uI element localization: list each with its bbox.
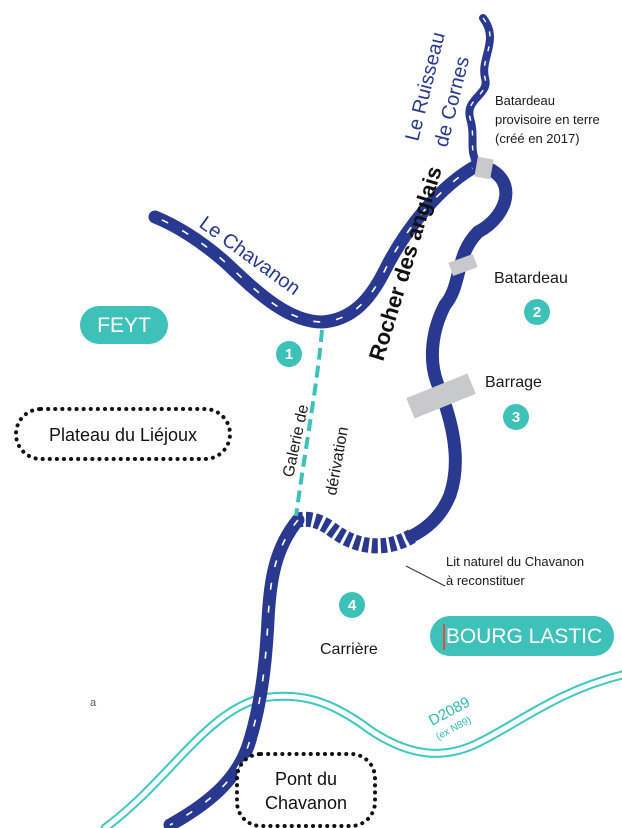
river-chavanon-loop: [405, 158, 513, 543]
batardeau-provisoire-line3: (créé en 2017): [495, 131, 580, 146]
svg-text:2: 2: [533, 304, 541, 321]
svg-text:FEYT: FEYT: [97, 314, 151, 337]
batardeau-label: Batardeau: [494, 270, 568, 287]
barrage-label: Barrage: [485, 374, 542, 391]
river-chavanon-upper: [148, 158, 485, 329]
svg-text:3: 3: [512, 409, 520, 426]
pont-label-line2: Chavanon: [265, 793, 347, 813]
river-chavanon-lower: [163, 513, 305, 828]
carriere-label: Carrière: [320, 641, 378, 658]
road-d2089: [100, 670, 622, 828]
marker-3: 3: [503, 404, 529, 430]
svg-text:4: 4: [348, 597, 357, 614]
pont-du-chavanon-frame: Pont du Chavanon: [235, 752, 377, 828]
lit-naturel-line2: à reconstituer: [446, 573, 525, 588]
batardeau-provisoire-structure: [474, 156, 494, 180]
marker-1: 1: [276, 341, 302, 367]
diversion-tunnel: [294, 329, 324, 517]
plateau-du-liejoux-frame: Plateau du Liéjoux: [14, 407, 232, 461]
marker-2: 2: [524, 299, 550, 325]
pont-label-line1: Pont du: [275, 769, 337, 789]
svg-text:BOURG LASTIC: BOURG LASTIC: [446, 625, 602, 648]
plateau-label: Plateau du Liéjoux: [49, 425, 197, 445]
batardeau-provisoire-line1: Batardeau: [495, 93, 555, 108]
galerie-label-line2: dérivation: [323, 425, 352, 496]
batardeau-provisoire-line2: provisoire en terre: [495, 112, 600, 127]
stray-mark: a: [90, 697, 97, 709]
batardeau-structure: [448, 253, 478, 277]
svg-text:1: 1: [285, 346, 293, 363]
marker-4: 4: [339, 592, 365, 618]
river-ruisseau-de-cornes: [465, 14, 494, 169]
natural-river-bed: [296, 511, 416, 554]
lit-naturel-line1: Lit naturel du Chavanon: [446, 554, 584, 569]
feyt-badge: FEYT: [80, 306, 168, 344]
leader-line: [405, 565, 446, 587]
barrage-structure: [406, 373, 476, 419]
bourg-lastic-badge: BOURG LASTIC: [430, 616, 614, 656]
